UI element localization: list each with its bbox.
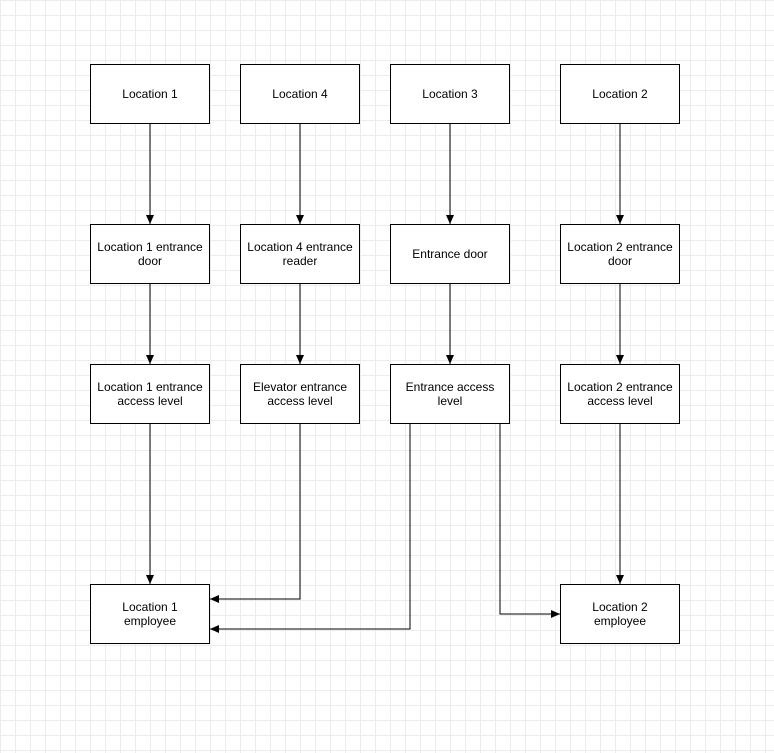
node-label: Location 4 entrance reader [247, 240, 353, 268]
node-label: Location 1 [122, 87, 178, 101]
node-entrance-door[interactable]: Entrance door [390, 224, 510, 284]
node-location-2-employee[interactable]: Location 2 employee [560, 584, 680, 644]
node-location-3[interactable]: Location 3 [390, 64, 510, 124]
node-label: Location 4 [272, 87, 328, 101]
node-location-4-entrance-reader[interactable]: Location 4 entrance reader [240, 224, 360, 284]
node-label: Location 3 [422, 87, 478, 101]
node-location-2-entrance-access-level[interactable]: Location 2 entrance access level [560, 364, 680, 424]
node-label: Location 2 employee [592, 600, 648, 628]
node-location-2[interactable]: Location 2 [560, 64, 680, 124]
node-location-1-employee[interactable]: Location 1 employee [90, 584, 210, 644]
connector-entrance-access-to-loc2-employee[interactable] [499, 424, 560, 618]
connector-elevator-access-to-loc1-employee[interactable] [210, 424, 301, 603]
node-elevator-entrance-access-level[interactable]: Elevator entrance access level [240, 364, 360, 424]
node-label: Location 2 entrance access level [567, 380, 673, 408]
node-location-1[interactable]: Location 1 [90, 64, 210, 124]
node-entrance-access-level[interactable]: Entrance access level [390, 364, 510, 424]
node-location-1-entrance-access-level[interactable]: Location 1 entrance access level [90, 364, 210, 424]
node-location-1-entrance-door[interactable]: Location 1 entrance door [90, 224, 210, 284]
node-label: Location 1 entrance door [97, 240, 203, 268]
node-label: Elevator entrance access level [252, 380, 348, 408]
node-label: Entrance access level [405, 380, 495, 408]
node-label: Location 1 entrance access level [97, 380, 203, 408]
node-location-2-entrance-door[interactable]: Location 2 entrance door [560, 224, 680, 284]
node-label: Location 2 [592, 87, 648, 101]
node-label: Entrance door [412, 247, 488, 261]
node-label: Location 1 employee [122, 600, 178, 628]
node-label: Location 2 entrance door [567, 240, 673, 268]
connector-entrance-access-to-loc1-employee[interactable] [210, 424, 411, 633]
node-location-4[interactable]: Location 4 [240, 64, 360, 124]
